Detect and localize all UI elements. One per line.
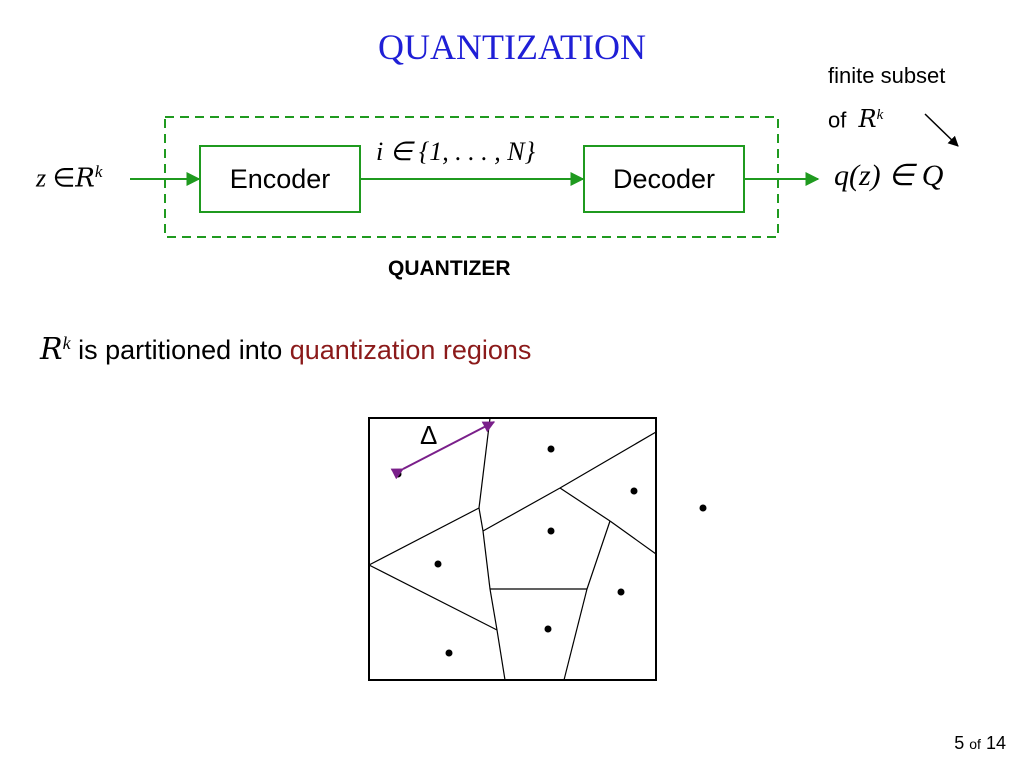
annotation-line1: finite subset [828, 63, 946, 88]
reconstruction-points [394, 445, 707, 657]
partition-box [368, 417, 657, 681]
heading-exponent: k [62, 333, 71, 353]
slide-title: QUANTIZATION [378, 27, 646, 67]
region-edge [559, 431, 657, 489]
encoder-label: Encoder [229, 164, 331, 194]
region-edge [496, 629, 506, 681]
delta-double-arrow [390, 421, 496, 480]
heading-highlight: quantization regions [289, 335, 532, 365]
space-symbol: R [75, 163, 95, 194]
input-expression: z ∈Rk [36, 162, 102, 194]
annotation-line2: of Rk [828, 101, 883, 134]
codeword-point [699, 504, 707, 512]
region-boundaries [368, 417, 657, 681]
heading-space: R [40, 332, 63, 367]
output-expression: q(z) ∈ Q [834, 159, 944, 192]
partition-heading: Rk is partitioned into quantization regi… [40, 332, 531, 367]
quantizer-label: QUANTIZER [388, 257, 511, 280]
annotation-pointer [924, 113, 959, 147]
region-edge [563, 588, 588, 681]
encoder-box [199, 145, 361, 213]
codeword-point [547, 527, 555, 535]
annotation-prefix: of [828, 107, 847, 133]
decoder-label: Decoder [612, 164, 716, 194]
page-current: 5 [954, 733, 965, 753]
page-number: 5 of 14 [954, 733, 1006, 754]
codeword-point [445, 649, 453, 657]
codeword-point [434, 560, 442, 568]
region-edge [482, 487, 561, 532]
delta-label: Δ [420, 420, 438, 450]
input-var: z [36, 163, 47, 193]
page-of-label: of [969, 736, 981, 752]
region-edge [586, 520, 611, 590]
codeword-point [394, 470, 402, 478]
region-edge [489, 588, 498, 631]
channel-expression: i ∈ {1, . . . , N} [376, 137, 536, 166]
codeword-point [630, 487, 638, 495]
region-edge [368, 507, 480, 566]
page-total: 14 [985, 733, 1006, 753]
region-edge [482, 530, 491, 590]
space-exponent: k [94, 162, 103, 181]
region-edge [559, 487, 611, 522]
element-of-symbol: ∈ [52, 163, 76, 193]
region-edge [368, 564, 498, 631]
heading-text: is partitioned into [78, 335, 283, 365]
region-edge [478, 507, 484, 532]
quantizer-boundary [164, 116, 779, 238]
codeword-point [617, 588, 625, 596]
codeword-point [547, 445, 555, 453]
codeword-point [544, 625, 552, 633]
annotation-space: R [858, 105, 877, 134]
region-edge [478, 417, 491, 509]
annotation-exponent: k [876, 107, 884, 123]
region-edge [609, 520, 657, 555]
